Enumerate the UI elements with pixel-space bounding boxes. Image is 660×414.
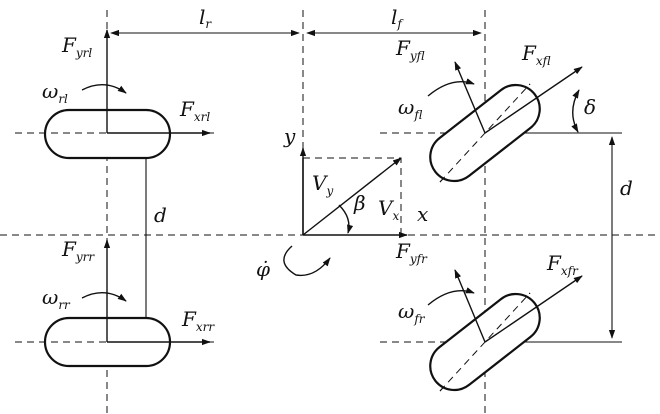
label-Fxrl: Fxrl [179,97,210,124]
label-wfr: ωfr [398,299,426,326]
label-Fxfr: Fxfr [546,251,579,278]
label-wrl: ωrl [42,79,68,106]
label-Fyfl: Fyfl [395,36,425,63]
label-wfl: ωfl [398,95,422,122]
dimension-lr: lr [110,5,300,37]
label-beta: β [353,191,366,215]
label-y: y [283,124,296,148]
label-d-left: d [154,203,167,227]
rear-left-wheel-group: Fyrl ωrl Fxrl [15,29,215,160]
label-delta: δ [584,95,596,119]
label-d-right: d [620,176,633,200]
rear-right-wheel-group: Fyrr ωrr Fxrr [15,237,215,368]
label-Vx: Vx [378,196,399,223]
label-Fyrr: Fyrr [61,237,95,264]
label-x: x [417,202,428,226]
label-Vy: Vy [312,171,333,198]
label-Fxrr: Fxrr [181,307,215,334]
dimension-d-right: d [509,132,633,343]
label-lf: lf [391,5,404,31]
cog-frame: y x Vy Vx β φ̇ [256,124,428,281]
label-Fyrl: Fyrl [61,33,92,60]
label-wrr: ωrr [42,285,71,312]
dimension-lf: lf [306,5,482,37]
front-left-wheel-group: Fyfl Fxfl ωfl δ [395,36,596,183]
label-Fxfl: Fxfl [521,41,551,68]
label-phidot: φ̇ [256,257,270,281]
label-Fyfr: Fyfr [395,239,428,266]
label-lr: lr [199,5,212,31]
dimension-d-left: d [142,136,167,339]
front-right-wheel-group: Fyfr Fxfr ωfr [395,239,583,392]
